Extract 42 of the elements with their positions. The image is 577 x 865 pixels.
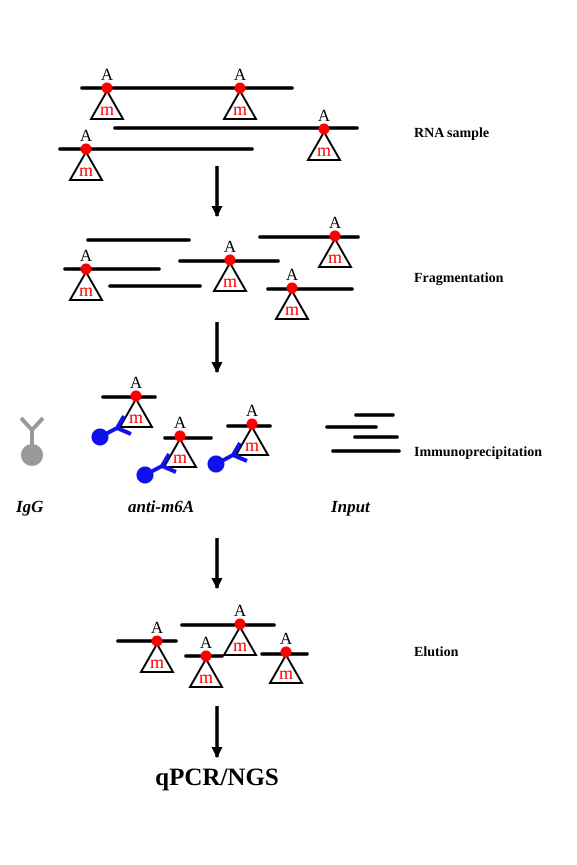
step-label: Immunoprecipitation	[414, 445, 542, 461]
column-label: anti-m6A	[128, 497, 194, 517]
base-label: A	[174, 413, 186, 432]
modification-label: m	[279, 663, 293, 683]
column-label: IgG	[16, 497, 44, 517]
base-label: A	[224, 237, 236, 256]
modification-label: m	[79, 280, 93, 300]
modification-label: m	[173, 447, 187, 467]
base-label: A	[130, 373, 142, 392]
modification-label: m	[317, 140, 331, 160]
arrow	[211, 538, 223, 590]
base-label: A	[80, 126, 92, 145]
modification-label: m	[233, 99, 247, 119]
modification-label: m	[223, 271, 237, 291]
base-label: A	[234, 601, 246, 620]
modification-label: m	[150, 652, 164, 672]
base-label: A	[280, 629, 292, 648]
arrow	[211, 322, 223, 374]
base-label: A	[150, 618, 164, 637]
modification-label: m	[245, 435, 259, 455]
modification-label: m	[79, 160, 93, 180]
modification-label: m	[233, 635, 247, 655]
result-text: qPCR/NGS	[140, 760, 294, 796]
step-label: Elution	[414, 645, 458, 661]
arrow	[211, 706, 223, 758]
modification-label: m	[199, 667, 213, 687]
modification-label: m	[100, 99, 114, 119]
step-label: RNA sample	[414, 126, 490, 142]
modification-label: m	[129, 407, 143, 427]
base-label: A	[80, 246, 92, 265]
base-label: A	[246, 401, 258, 420]
arrow	[211, 166, 223, 218]
step-label: Fragmentation	[414, 271, 504, 287]
column-label: Input	[331, 497, 370, 517]
base-label: A	[318, 106, 330, 125]
base-label: A	[286, 265, 298, 284]
modification-label: m	[285, 299, 299, 319]
base-label: A	[200, 633, 212, 652]
base-label: A	[100, 65, 114, 84]
modification-label: m	[328, 247, 342, 267]
base-label: A	[234, 65, 246, 84]
base-label: A	[328, 213, 342, 232]
